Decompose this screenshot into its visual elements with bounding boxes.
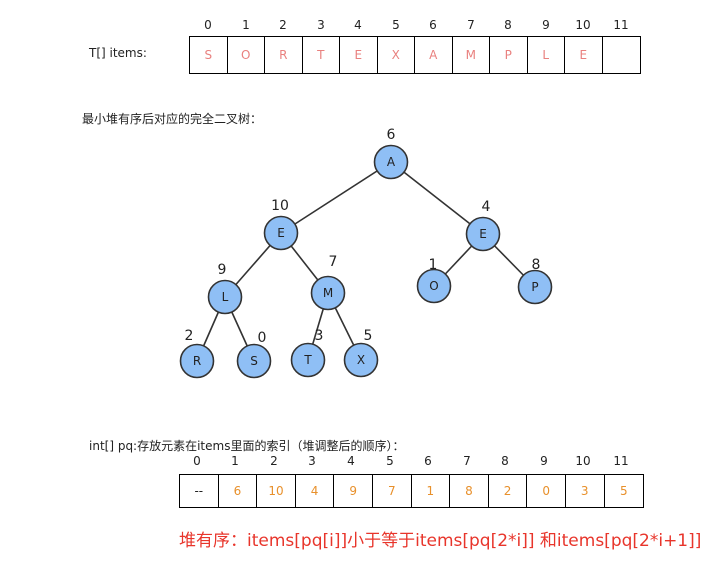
tree-node-t — [290, 342, 326, 378]
node-letter: E — [479, 227, 487, 241]
items-cell: S — [190, 37, 228, 73]
items-cell: M — [453, 37, 490, 73]
items-index: 0 — [204, 18, 212, 32]
items-index: 2 — [279, 18, 287, 32]
items-cell: L — [528, 37, 565, 73]
pq-index: 1 — [231, 454, 239, 468]
node-index: 6 — [387, 127, 396, 143]
items-cell: P — [490, 37, 528, 73]
tree-caption: 最小堆有序后对应的完全二叉树： — [82, 112, 263, 126]
tree-nodes — [179, 144, 553, 379]
tree-node-letters: A E E L M O P R S T X — [193, 155, 539, 368]
node-index: 1 — [429, 257, 438, 273]
node-index: 10 — [271, 198, 289, 214]
items-array-label: T[] items: — [89, 46, 147, 60]
items-index: 8 — [504, 18, 512, 32]
node-letter: M — [323, 286, 333, 300]
items-index: 9 — [542, 18, 550, 32]
tree-edge — [390, 161, 484, 235]
heap-order-formula: 堆有序：items[pq[i]]小于等于items[pq[2*i]] 和item… — [179, 531, 702, 551]
items-cell: T — [303, 37, 340, 73]
node-index: 0 — [258, 330, 267, 346]
pq-index: 7 — [463, 454, 471, 468]
tree-node-s — [236, 343, 272, 379]
tree-node-o — [416, 268, 452, 304]
items-index: 3 — [317, 18, 325, 32]
tree-node-x — [343, 342, 379, 378]
node-index: 4 — [482, 199, 491, 215]
items-index: 1 — [242, 18, 250, 32]
items-cell: X — [378, 37, 415, 73]
pq-index: 10 — [575, 454, 591, 468]
pq-index: 6 — [424, 454, 432, 468]
pq-cell: 7 — [373, 475, 412, 507]
node-letter: S — [250, 354, 258, 368]
items-index: 6 — [429, 18, 437, 32]
pq-cell: -- — [180, 475, 219, 507]
pq-cell: 4 — [296, 475, 335, 507]
items-index: 11 — [613, 18, 629, 32]
pq-index: 5 — [386, 454, 394, 468]
node-letter: A — [387, 155, 396, 169]
pq-index: 2 — [270, 454, 278, 468]
node-letter: P — [531, 280, 538, 294]
node-letter: L — [222, 290, 229, 304]
pq-array: -- 6 10 4 9 7 1 8 2 0 3 5 — [179, 474, 645, 508]
items-index: 4 — [354, 18, 362, 32]
items-index: 5 — [392, 18, 400, 32]
items-cell: O — [228, 37, 265, 73]
pq-index: 9 — [540, 454, 548, 468]
node-index: 5 — [364, 328, 373, 344]
node-letter: T — [303, 353, 312, 367]
pq-index: 8 — [501, 454, 509, 468]
pq-cell: 6 — [219, 475, 258, 507]
pq-cell: 10 — [257, 475, 296, 507]
pq-cell: 1 — [412, 475, 451, 507]
pq-index: 4 — [347, 454, 355, 468]
tree-node-e-right — [465, 216, 501, 252]
items-index: 7 — [467, 18, 475, 32]
node-letter: X — [357, 353, 365, 367]
pq-cell: 8 — [450, 475, 489, 507]
tree-node-p — [517, 269, 553, 305]
node-letter: E — [277, 226, 285, 240]
pq-index: 3 — [308, 454, 316, 468]
tree-node-r — [179, 343, 215, 379]
items-array: S O R T E X A M P L E — [189, 36, 641, 74]
pq-index: 0 — [193, 454, 201, 468]
pq-cell: 0 — [527, 475, 566, 507]
tree-node-l — [207, 279, 243, 315]
node-letter: O — [429, 279, 438, 293]
tree-node-indices: 6 10 4 9 7 1 8 2 0 3 5 — [185, 127, 541, 346]
items-cell: E — [340, 37, 378, 73]
node-index: 2 — [185, 328, 194, 344]
items-index: 10 — [575, 18, 591, 32]
pq-cell: 9 — [334, 475, 373, 507]
tree-edge — [280, 161, 392, 234]
node-index: 7 — [329, 254, 338, 270]
items-cell: A — [415, 37, 453, 73]
items-cell: R — [265, 37, 303, 73]
pq-index: 11 — [613, 454, 629, 468]
pq-caption: int[] pq:存放元素在items里面的索引（堆调整后的顺序）： — [89, 439, 405, 453]
pq-cell: 5 — [620, 484, 628, 498]
node-index: 8 — [532, 257, 541, 273]
items-cell: E — [565, 37, 603, 73]
tree-node-m — [310, 275, 346, 311]
node-index: 3 — [315, 328, 324, 344]
tree-node-a — [373, 144, 409, 180]
tree-node-e-left — [263, 215, 299, 251]
node-letter: R — [193, 354, 201, 368]
node-index: 9 — [218, 262, 227, 278]
pq-cell: 3 — [566, 475, 605, 507]
pq-cell: 2 — [489, 475, 528, 507]
